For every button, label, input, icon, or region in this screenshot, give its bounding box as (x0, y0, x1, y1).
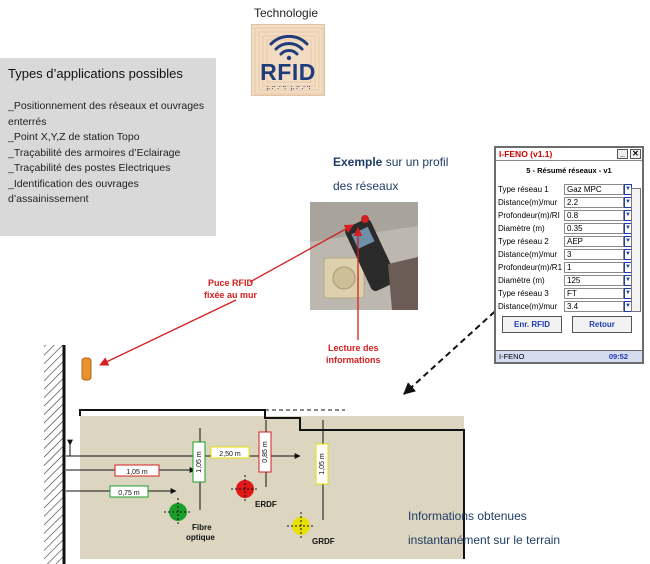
types-line: _Identification des ouvrages (8, 177, 139, 190)
rfid-logo: RFID ⠗⠋⠊⠙ ⠗⠋⠊⠙ (251, 24, 325, 96)
row-label: Profondeur(m)/RI (498, 211, 560, 220)
retour-button[interactable]: Retour (572, 316, 632, 333)
row-label: Diamètre (m) (498, 224, 545, 233)
row-label: Type réseau 2 (498, 237, 549, 246)
exemple-caption: Exemple sur un profil des réseaux (333, 150, 483, 198)
rfid-logo-text: RFID (260, 59, 316, 85)
device-scrollbar[interactable] (631, 188, 641, 312)
technologie-title: Technologie (254, 6, 319, 20)
row-label: Distance(m)/mur (498, 302, 558, 311)
row-label: Type réseau 3 (498, 289, 549, 298)
reader-photo (310, 202, 418, 310)
row-value[interactable]: 1 (564, 262, 624, 273)
label-v105b: 1,05 m (319, 453, 326, 475)
close-button[interactable]: ✕ (630, 149, 641, 159)
types-line: _Point X,Y,Z de station Topo (8, 131, 140, 143)
fibre-label-2: optique (186, 533, 215, 542)
label-250-box (210, 446, 250, 459)
label-075: 0,75 m (118, 490, 140, 497)
reader-photo-illustration (310, 202, 418, 310)
lecture-line-1: Lecture des (327, 343, 379, 353)
device-taskbar: I-FENO 09:52 (496, 350, 642, 362)
taskbar-time: 09:52 (608, 352, 628, 361)
row-label: Type réseau 1 (498, 185, 549, 194)
row-value[interactable]: FT (564, 288, 624, 299)
puce-to-photo-arrow (249, 224, 354, 283)
types-line: enterrés (8, 115, 47, 128)
device-subtitle: 5 - Résumé réseaux - v1 (526, 166, 612, 175)
rfid-waves-icon (254, 27, 324, 95)
device-titlebar: I-FENO (v1.1) _ ✕ (496, 148, 642, 161)
row-label: Distance(m)/mur (498, 250, 558, 259)
exemple-bold: Exemple (333, 155, 383, 169)
lecture-label: Lecture des informations (326, 342, 381, 366)
row-value[interactable]: 0.35 (564, 223, 624, 234)
row-label: Profondeur(m)/R1 (498, 263, 563, 272)
label-v085-box (258, 431, 272, 473)
exemple-line2: des réseaux (333, 179, 399, 193)
row-value[interactable]: 3 (564, 249, 624, 260)
row-value[interactable]: Gaz MPC (564, 184, 624, 195)
label-v085: 0,85 m (262, 441, 269, 463)
row-value[interactable]: 125 (564, 275, 624, 286)
rfid-braille: ⠗⠋⠊⠙ ⠗⠋⠊⠙ (266, 87, 312, 93)
row-value[interactable]: 2.2 (564, 197, 624, 208)
label-v105a: 1,05 m (196, 451, 203, 473)
types-box: Types d’applications possibles _Position… (0, 58, 216, 236)
enr-rfid-button[interactable]: Enr. RFID (502, 316, 562, 333)
device-row: Diamètre (m)0.35▼ (498, 223, 640, 235)
row-label: Diamètre (m) (498, 276, 545, 285)
wall-hatch (44, 345, 64, 564)
label-105-box (114, 464, 160, 477)
handheld-device-screen: I-FENO (v1.1) _ ✕ 5 - Résumé réseaux - v… (494, 146, 644, 364)
device-arrow (403, 304, 503, 395)
label-250: 2,50 m (219, 451, 241, 458)
label-075-box (109, 485, 149, 498)
label-105: 1,05 m (126, 469, 148, 476)
types-line: _Traçabilité des postes Electriques (8, 162, 171, 174)
minimize-button[interactable]: _ (617, 149, 628, 159)
exemple-rest: sur un profil (382, 155, 449, 169)
types-line: d’assainissement (8, 193, 89, 205)
row-value[interactable]: 0.8 (564, 210, 624, 221)
puce-rfid-label: Puce RFID fixée au mur (204, 277, 257, 301)
device-title: I-FENO (v1.1) (499, 149, 553, 159)
info-line-2: instantanément sur le terrain (408, 533, 561, 547)
types-title: Types d’applications possibles (8, 66, 183, 81)
lecture-line-2: informations (326, 355, 381, 365)
fibre-label-1: Fibre (192, 523, 212, 532)
label-v105a-box (192, 441, 206, 483)
puce-line-1: Puce RFID (208, 278, 254, 288)
types-line: _Positionnement des réseaux et ouvrages (8, 100, 205, 112)
row-label: Distance(m)/mur (498, 198, 558, 207)
grdf-label: GRDF (312, 537, 335, 546)
ground-surface (79, 409, 465, 559)
puce-line-2: fixée au mur (204, 290, 258, 300)
erdf-label: ERDF (255, 500, 277, 509)
row-value[interactable]: AEP (564, 236, 624, 247)
taskbar-app[interactable]: I-FENO (499, 352, 525, 361)
info-line-1: Informations obtenues (408, 509, 527, 523)
rfid-tag-icon (81, 357, 92, 381)
types-line: _Traçabilité des armoires d’Eclairage (8, 146, 181, 159)
label-v105b-box (315, 443, 329, 485)
info-caption: Informations obtenues instantanément sur… (408, 504, 648, 552)
device-row: Diamètre (m)125▼ (498, 275, 640, 287)
puce-arrow (99, 299, 237, 366)
row-value[interactable]: 3.4 (564, 301, 624, 312)
